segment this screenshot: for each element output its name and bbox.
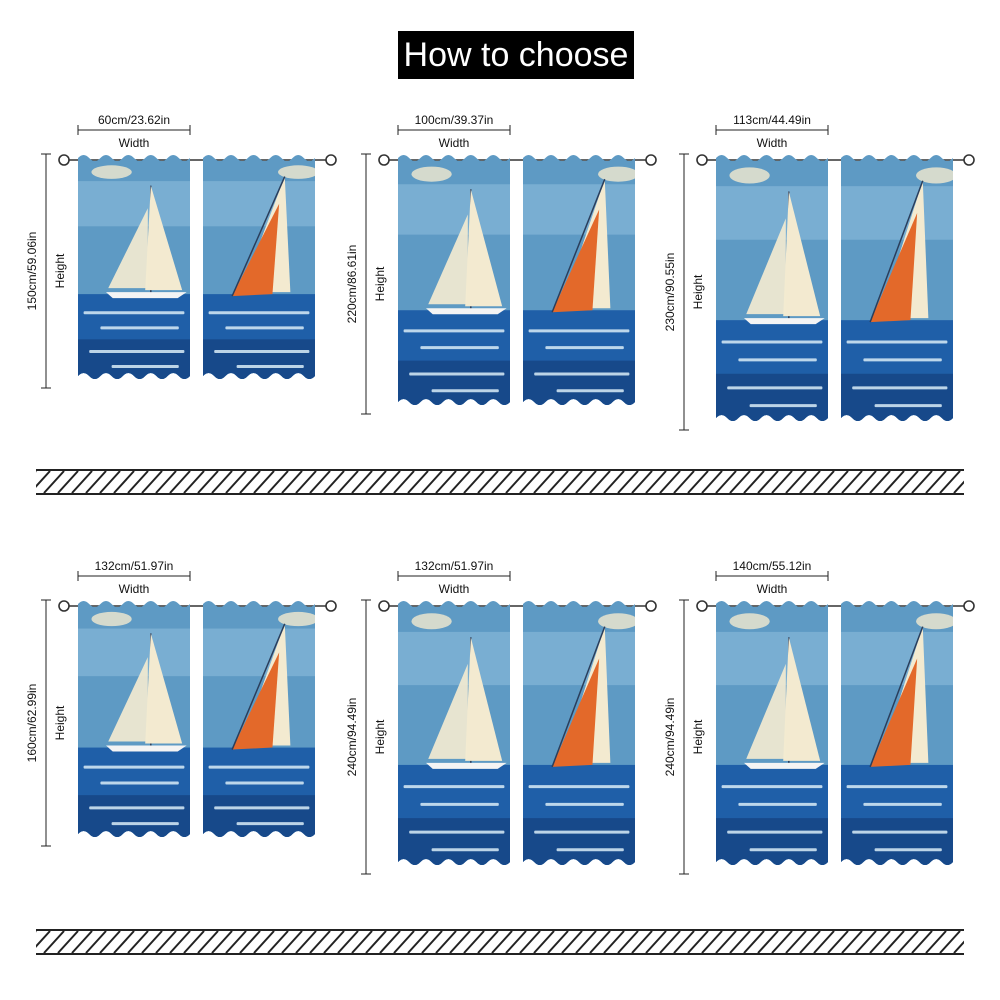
width-value: 132cm/51.97in — [415, 559, 494, 573]
curtain-panel-right — [841, 601, 953, 865]
hatched-divider-bottom — [36, 929, 964, 955]
width-dimension-line — [397, 125, 511, 135]
height-dimension-line — [679, 153, 689, 431]
hatched-divider-top — [36, 469, 964, 495]
width-dimension-line — [715, 571, 829, 581]
height-label: Height — [373, 719, 387, 754]
height-label: Height — [691, 274, 705, 309]
width-dimension-line — [715, 125, 829, 135]
height-label: Height — [373, 266, 387, 301]
width-value: 100cm/39.37in — [415, 113, 494, 127]
height-dimension-line — [679, 599, 689, 875]
page-title: How to choose — [398, 31, 634, 79]
height-value: 220cm/86.61in — [345, 245, 359, 324]
width-value: 140cm/55.12in — [733, 559, 812, 573]
height-value: 150cm/59.06in — [25, 232, 39, 311]
curtain-panel-left — [398, 155, 510, 405]
height-label: Height — [53, 253, 67, 288]
height-value: 240cm/94.49in — [345, 698, 359, 777]
height-label: Height — [691, 719, 705, 754]
curtain-panel-left — [78, 155, 190, 379]
curtain-panel-right — [523, 601, 635, 865]
curtain-panel-right — [203, 601, 315, 837]
width-label: Width — [439, 582, 470, 596]
curtain-panel-right — [203, 155, 315, 379]
height-value: 160cm/62.99in — [25, 684, 39, 763]
width-label: Width — [119, 136, 150, 150]
width-value: 132cm/51.97in — [95, 559, 174, 573]
curtain-panel-left — [398, 601, 510, 865]
height-dimension-line — [41, 153, 51, 389]
height-dimension-line — [361, 153, 371, 415]
width-dimension-line — [77, 125, 191, 135]
curtain-panel-right — [841, 155, 953, 421]
curtain-panel-left — [78, 601, 190, 837]
width-label: Width — [757, 582, 788, 596]
width-dimension-line — [77, 571, 191, 581]
curtain-panel-right — [523, 155, 635, 405]
curtain-panel-left — [716, 155, 828, 421]
curtain-panel-left — [716, 601, 828, 865]
height-label: Height — [53, 705, 67, 740]
width-label: Width — [119, 582, 150, 596]
width-value: 60cm/23.62in — [98, 113, 170, 127]
width-label: Width — [757, 136, 788, 150]
height-value: 240cm/94.49in — [663, 698, 677, 777]
height-dimension-line — [41, 599, 51, 847]
height-dimension-line — [361, 599, 371, 875]
width-dimension-line — [397, 571, 511, 581]
width-value: 113cm/44.49in — [733, 113, 811, 127]
height-value: 230cm/90.55in — [663, 253, 677, 332]
width-label: Width — [439, 136, 470, 150]
